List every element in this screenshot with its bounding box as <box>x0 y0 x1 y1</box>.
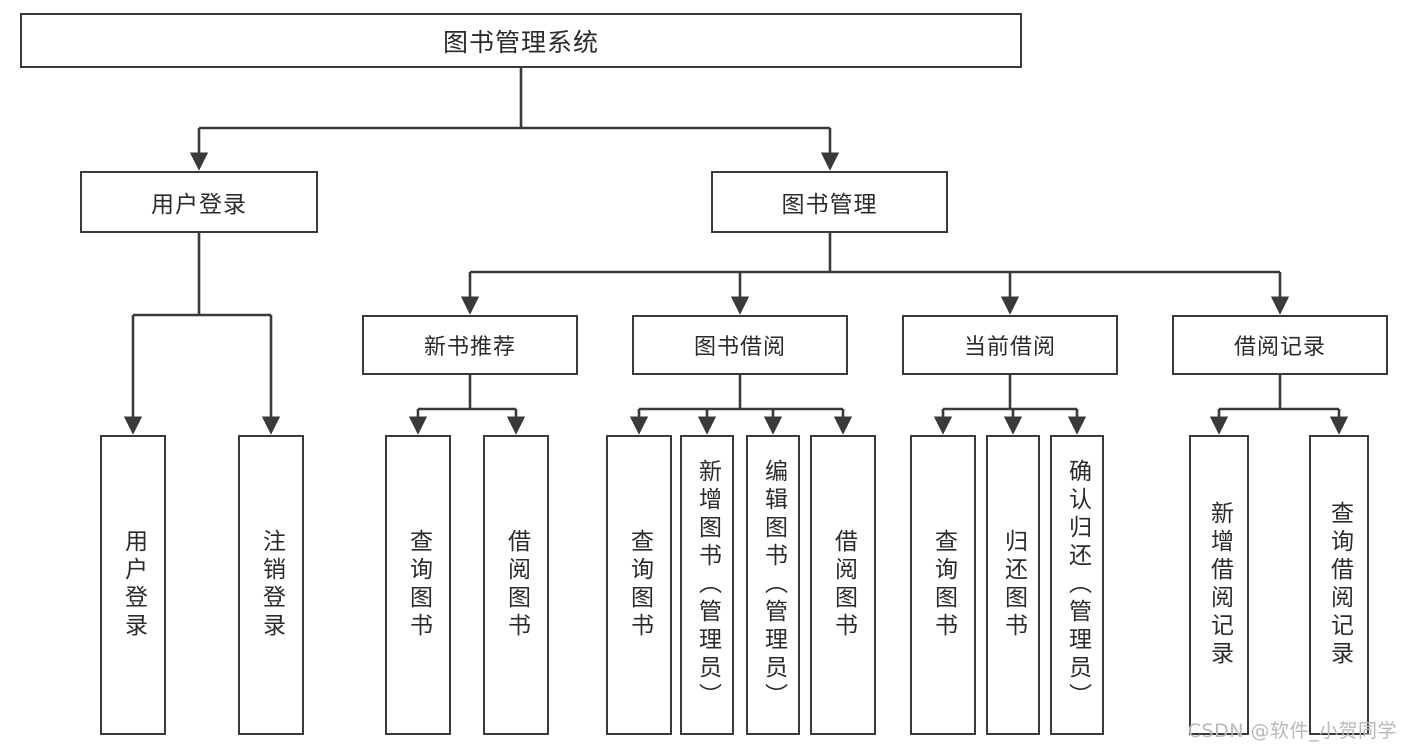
node-new-book-recommend-label: 新书推荐 <box>423 335 516 360</box>
node-leaf-add-record-label: 新增借阅记录 <box>1206 501 1233 669</box>
node-leaf-query-book-3[interactable]: 查询图书 <box>910 435 976 735</box>
node-borrow-record[interactable]: 借阅记录 <box>1172 315 1388 375</box>
node-leaf-user-login-label: 用户登录 <box>120 529 147 641</box>
node-user-login[interactable]: 用户登录 <box>80 171 318 233</box>
node-new-book-recommend[interactable]: 新书推荐 <box>362 315 578 375</box>
node-leaf-borrow-book-2[interactable]: 借阅图书 <box>810 435 876 735</box>
node-leaf-edit-book-label: 编辑图书（管理员） <box>760 459 787 711</box>
node-root[interactable]: 图书管理系统 <box>20 13 1022 68</box>
node-leaf-user-logout[interactable]: 注销登录 <box>238 435 304 735</box>
node-leaf-confirm-return-label: 确认归还（管理员） <box>1064 459 1091 711</box>
node-leaf-return-book-label: 归还图书 <box>1000 529 1027 641</box>
node-leaf-add-book-label: 新增图书（管理员） <box>694 459 721 711</box>
node-book-manage-label: 图书管理 <box>781 192 878 218</box>
node-leaf-borrow-book-1[interactable]: 借阅图书 <box>483 435 549 735</box>
node-book-borrow-label: 图书借阅 <box>693 335 786 360</box>
node-leaf-query-record-label: 查询借阅记录 <box>1326 501 1353 669</box>
node-leaf-query-book-3-label: 查询图书 <box>930 529 957 641</box>
node-leaf-query-book-2-label: 查询图书 <box>626 529 653 641</box>
node-user-login-label: 用户登录 <box>151 192 247 218</box>
node-leaf-user-logout-label: 注销登录 <box>258 529 285 641</box>
node-leaf-confirm-return[interactable]: 确认归还（管理员） <box>1050 435 1104 735</box>
node-borrow-record-label: 借阅记录 <box>1233 335 1326 360</box>
node-leaf-add-record[interactable]: 新增借阅记录 <box>1189 435 1249 735</box>
node-leaf-query-record[interactable]: 查询借阅记录 <box>1309 435 1369 735</box>
node-leaf-borrow-book-1-label: 借阅图书 <box>503 529 530 641</box>
node-leaf-borrow-book-2-label: 借阅图书 <box>830 529 857 641</box>
node-current-borrow[interactable]: 当前借阅 <box>902 315 1118 375</box>
node-leaf-edit-book[interactable]: 编辑图书（管理员） <box>746 435 800 735</box>
node-leaf-user-login[interactable]: 用户登录 <box>100 435 166 735</box>
node-root-label: 图书管理系统 <box>442 27 599 57</box>
node-leaf-return-book[interactable]: 归还图书 <box>986 435 1040 735</box>
node-book-borrow[interactable]: 图书借阅 <box>632 315 848 375</box>
node-leaf-query-book-2[interactable]: 查询图书 <box>606 435 672 735</box>
node-leaf-query-book-1-label: 查询图书 <box>405 529 432 641</box>
node-book-manage[interactable]: 图书管理 <box>711 171 948 233</box>
node-leaf-add-book[interactable]: 新增图书（管理员） <box>680 435 734 735</box>
csdn-watermark: CSDN @软件_小贺同学 <box>1187 720 1397 742</box>
node-leaf-query-book-1[interactable]: 查询图书 <box>385 435 451 735</box>
node-current-borrow-label: 当前借阅 <box>963 335 1056 360</box>
